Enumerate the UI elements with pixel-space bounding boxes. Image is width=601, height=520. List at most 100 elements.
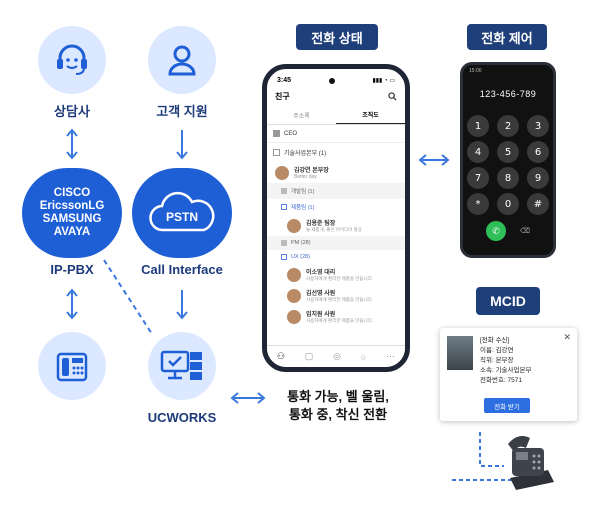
- ippbx-ucworks-dashed-line: [103, 259, 153, 335]
- friends-header: 친구: [275, 92, 290, 101]
- agent-label: 상담사: [54, 104, 90, 119]
- status-caption: 통화 가능, 벨 울림, 통화 중, 착신 전환: [270, 388, 406, 424]
- control-phone: 15:00 123-456-789 1 2 3 4 5 6 7 8 9 * 0 …: [460, 62, 556, 258]
- control-time: 15:00: [469, 68, 482, 74]
- key-9[interactable]: 9: [527, 167, 549, 189]
- collapse-icon[interactable]: [281, 204, 287, 210]
- ippbx-phone-arrow: [64, 288, 80, 320]
- backspace-icon[interactable]: ⌫: [520, 228, 530, 235]
- ippbx-name-4: AVAYA: [53, 226, 91, 238]
- search-icon[interactable]: ○: [360, 351, 367, 362]
- ippbx-label: IP-PBX: [50, 262, 94, 277]
- key-0[interactable]: 0: [497, 193, 519, 215]
- person-icon: [168, 45, 196, 76]
- signal-icon: ▮▮▮ ◔ ▭: [372, 78, 395, 84]
- person1-status: Better day: [294, 174, 317, 180]
- expand-icon[interactable]: [281, 240, 287, 246]
- customer-circle: [148, 26, 216, 94]
- ucworks-label: UCWORKS: [147, 410, 217, 425]
- agent-circle: [38, 26, 106, 94]
- camera-notch: [328, 77, 335, 84]
- more-icon[interactable]: ⋯: [386, 351, 396, 361]
- caller-ext: 전화번호: 7571: [480, 377, 522, 384]
- mcid-popup: ✕ [전화 수신] 이름: 김강연 직위: 본부장 소속: 기술사업본부 전화번…: [440, 328, 577, 421]
- avatar: [287, 267, 301, 282]
- person1-name: 김강연 본부장: [294, 168, 329, 174]
- pstn-ucworks-arrow: [174, 288, 190, 320]
- key-5[interactable]: 5: [497, 141, 519, 163]
- key-star[interactable]: *: [467, 193, 489, 215]
- customer-pstn-arrow: [174, 128, 190, 160]
- customer-label: 고객 지원: [156, 104, 208, 119]
- key-3[interactable]: 3: [527, 115, 549, 137]
- key-2[interactable]: 2: [497, 115, 519, 137]
- mcid-title: MCID: [476, 287, 540, 315]
- ippbx-name-1: CISCO: [53, 187, 91, 199]
- person4-name: 김선영 사원: [306, 291, 336, 297]
- collapse-icon[interactable]: [281, 254, 287, 260]
- control-title: 전화 제어: [467, 24, 547, 50]
- ucworks-circle: [148, 332, 216, 400]
- group3-row[interactable]: PM (28): [291, 240, 311, 246]
- pstn-text: PSTN: [165, 210, 198, 224]
- ippbx-name-2: EricssonLG: [39, 200, 105, 212]
- caller-dept: 소속: 기술사업본부: [480, 367, 532, 374]
- chat-icon[interactable]: ▢: [304, 351, 314, 361]
- tab-org-chart[interactable]: 조직도: [336, 106, 405, 124]
- person5-status: 사용자에게 편리한 제품을 만듭니다.: [306, 318, 374, 323]
- group1-row[interactable]: 개발팀 (1): [291, 189, 315, 195]
- pstn-circle: PSTN: [132, 168, 232, 258]
- person3-name: 이소영 대리: [306, 270, 336, 276]
- popup-title: [전화 수신]: [480, 337, 510, 344]
- status-phone: 3:45 ▮▮▮ ◔ ▭ 친구 주소록 조직도 CEO 기술사업본부 (1) 김…: [262, 64, 410, 372]
- avatar: [275, 165, 289, 180]
- avatar: [287, 288, 301, 303]
- collapse-icon[interactable]: [273, 149, 280, 156]
- search-icon[interactable]: [388, 92, 397, 101]
- key-4[interactable]: 4: [467, 141, 489, 163]
- status-time: 3:45: [277, 77, 292, 84]
- dial-number: 123-456-789: [479, 89, 537, 99]
- avatar: [287, 218, 301, 233]
- answer-button[interactable]: 전화 받기: [484, 398, 530, 413]
- bottom-nav: ⚇ ▢ ◎ ○ ⋯: [267, 345, 405, 367]
- ucworks-status-arrow: [230, 392, 266, 404]
- close-icon[interactable]: ✕: [563, 332, 571, 342]
- ippbx-name-3: SAMSUNG: [42, 213, 102, 225]
- person5-name: 임지원 사원: [306, 312, 336, 318]
- expand-icon[interactable]: [281, 188, 287, 194]
- key-6[interactable]: 6: [527, 141, 549, 163]
- status-title: 전화 상태: [296, 24, 378, 50]
- desk-phone-illustration: [452, 432, 554, 490]
- deskphone-circle: [38, 332, 106, 400]
- call-interface-label: Call Interface: [141, 262, 223, 277]
- person-icon[interactable]: ⚇: [276, 351, 285, 361]
- call-button[interactable]: ✆: [486, 221, 507, 241]
- caption-line2: 통화 중, 착신 전환: [288, 407, 388, 422]
- person3-status: 사용자에게 편리한 제품을 만듭니다.: [306, 276, 374, 281]
- key-1[interactable]: 1: [467, 115, 489, 137]
- headset-icon: [57, 44, 87, 75]
- dept-row[interactable]: 기술사업본부 (1): [284, 151, 327, 157]
- person2-status: 늘 새롭게, 좋은 아이디어 항상: [306, 227, 362, 232]
- desk-phone-icon: [56, 352, 88, 382]
- key-8[interactable]: 8: [497, 167, 519, 189]
- group2-row[interactable]: 제품팀 (1): [291, 205, 315, 211]
- ceo-row[interactable]: CEO: [284, 130, 298, 137]
- key-7[interactable]: 7: [467, 167, 489, 189]
- expand-icon[interactable]: [273, 130, 280, 137]
- server-monitor-icon: [160, 350, 202, 380]
- person2-name: 김용준 팀장: [306, 221, 336, 227]
- person4-status: 사용자에게 편리한 제품을 만듭니다.: [306, 297, 374, 302]
- group4-row[interactable]: UX (28): [291, 254, 310, 260]
- caller-name: 이름: 김강연: [480, 347, 514, 354]
- agent-ippbx-arrow: [64, 128, 80, 160]
- tab-address-book[interactable]: 주소록: [293, 113, 310, 120]
- caller-photo: [447, 336, 473, 370]
- keypad: 1 2 3 4 5 6 7 8 9 * 0 #: [463, 115, 553, 215]
- caller-position: 직위: 본부장: [480, 357, 514, 364]
- key-hash[interactable]: #: [527, 193, 549, 215]
- bell-icon[interactable]: ◎: [333, 351, 341, 361]
- ippbx-circle: CISCO EricssonLG SAMSUNG AVAYA: [22, 168, 122, 258]
- avatar: [287, 309, 301, 324]
